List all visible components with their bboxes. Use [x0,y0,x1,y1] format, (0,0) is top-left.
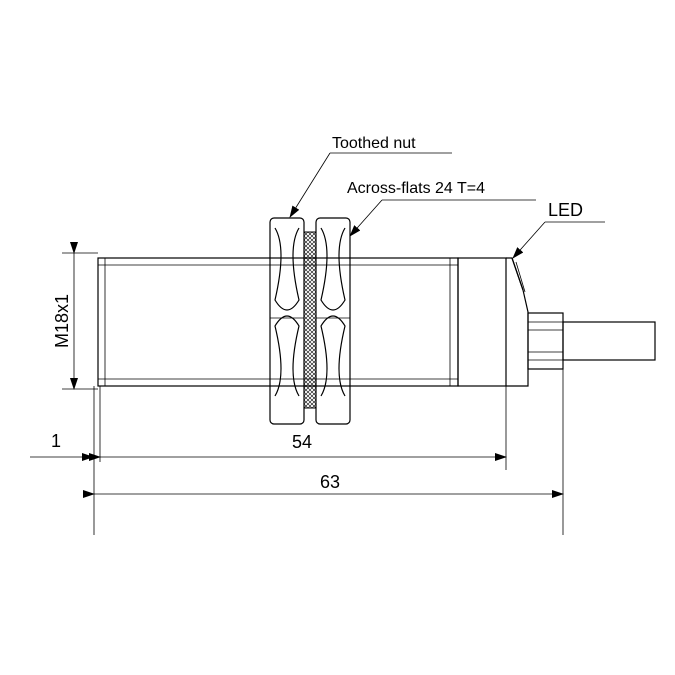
offset-dimension: 1 [30,431,94,461]
across-flats-callout: Across-flats 24 T=4 [347,180,536,237]
housing-rear [457,257,529,387]
led-callout: LED [512,200,605,259]
extension-lines [93,369,564,535]
total-length-dimension: 63 [83,472,564,498]
body-length-label: 54 [292,432,312,452]
thread-dimension: M18x1 [52,242,98,390]
led-label: LED [548,200,583,220]
across-flats-label: Across-flats 24 T=4 [347,180,485,197]
toothed-nut-callout: Toothed nut [289,135,452,218]
led-window [511,257,526,293]
thread-label: M18x1 [52,294,72,348]
toothed-nut-label: Toothed nut [332,135,416,152]
hex-nut [315,217,351,425]
total-length-label: 63 [320,472,340,492]
offset-label: 1 [51,431,61,451]
cable [527,312,656,370]
toothed-nut [269,217,305,425]
knurled-washer [303,231,317,409]
body-length-dimension: 54 [89,432,507,461]
